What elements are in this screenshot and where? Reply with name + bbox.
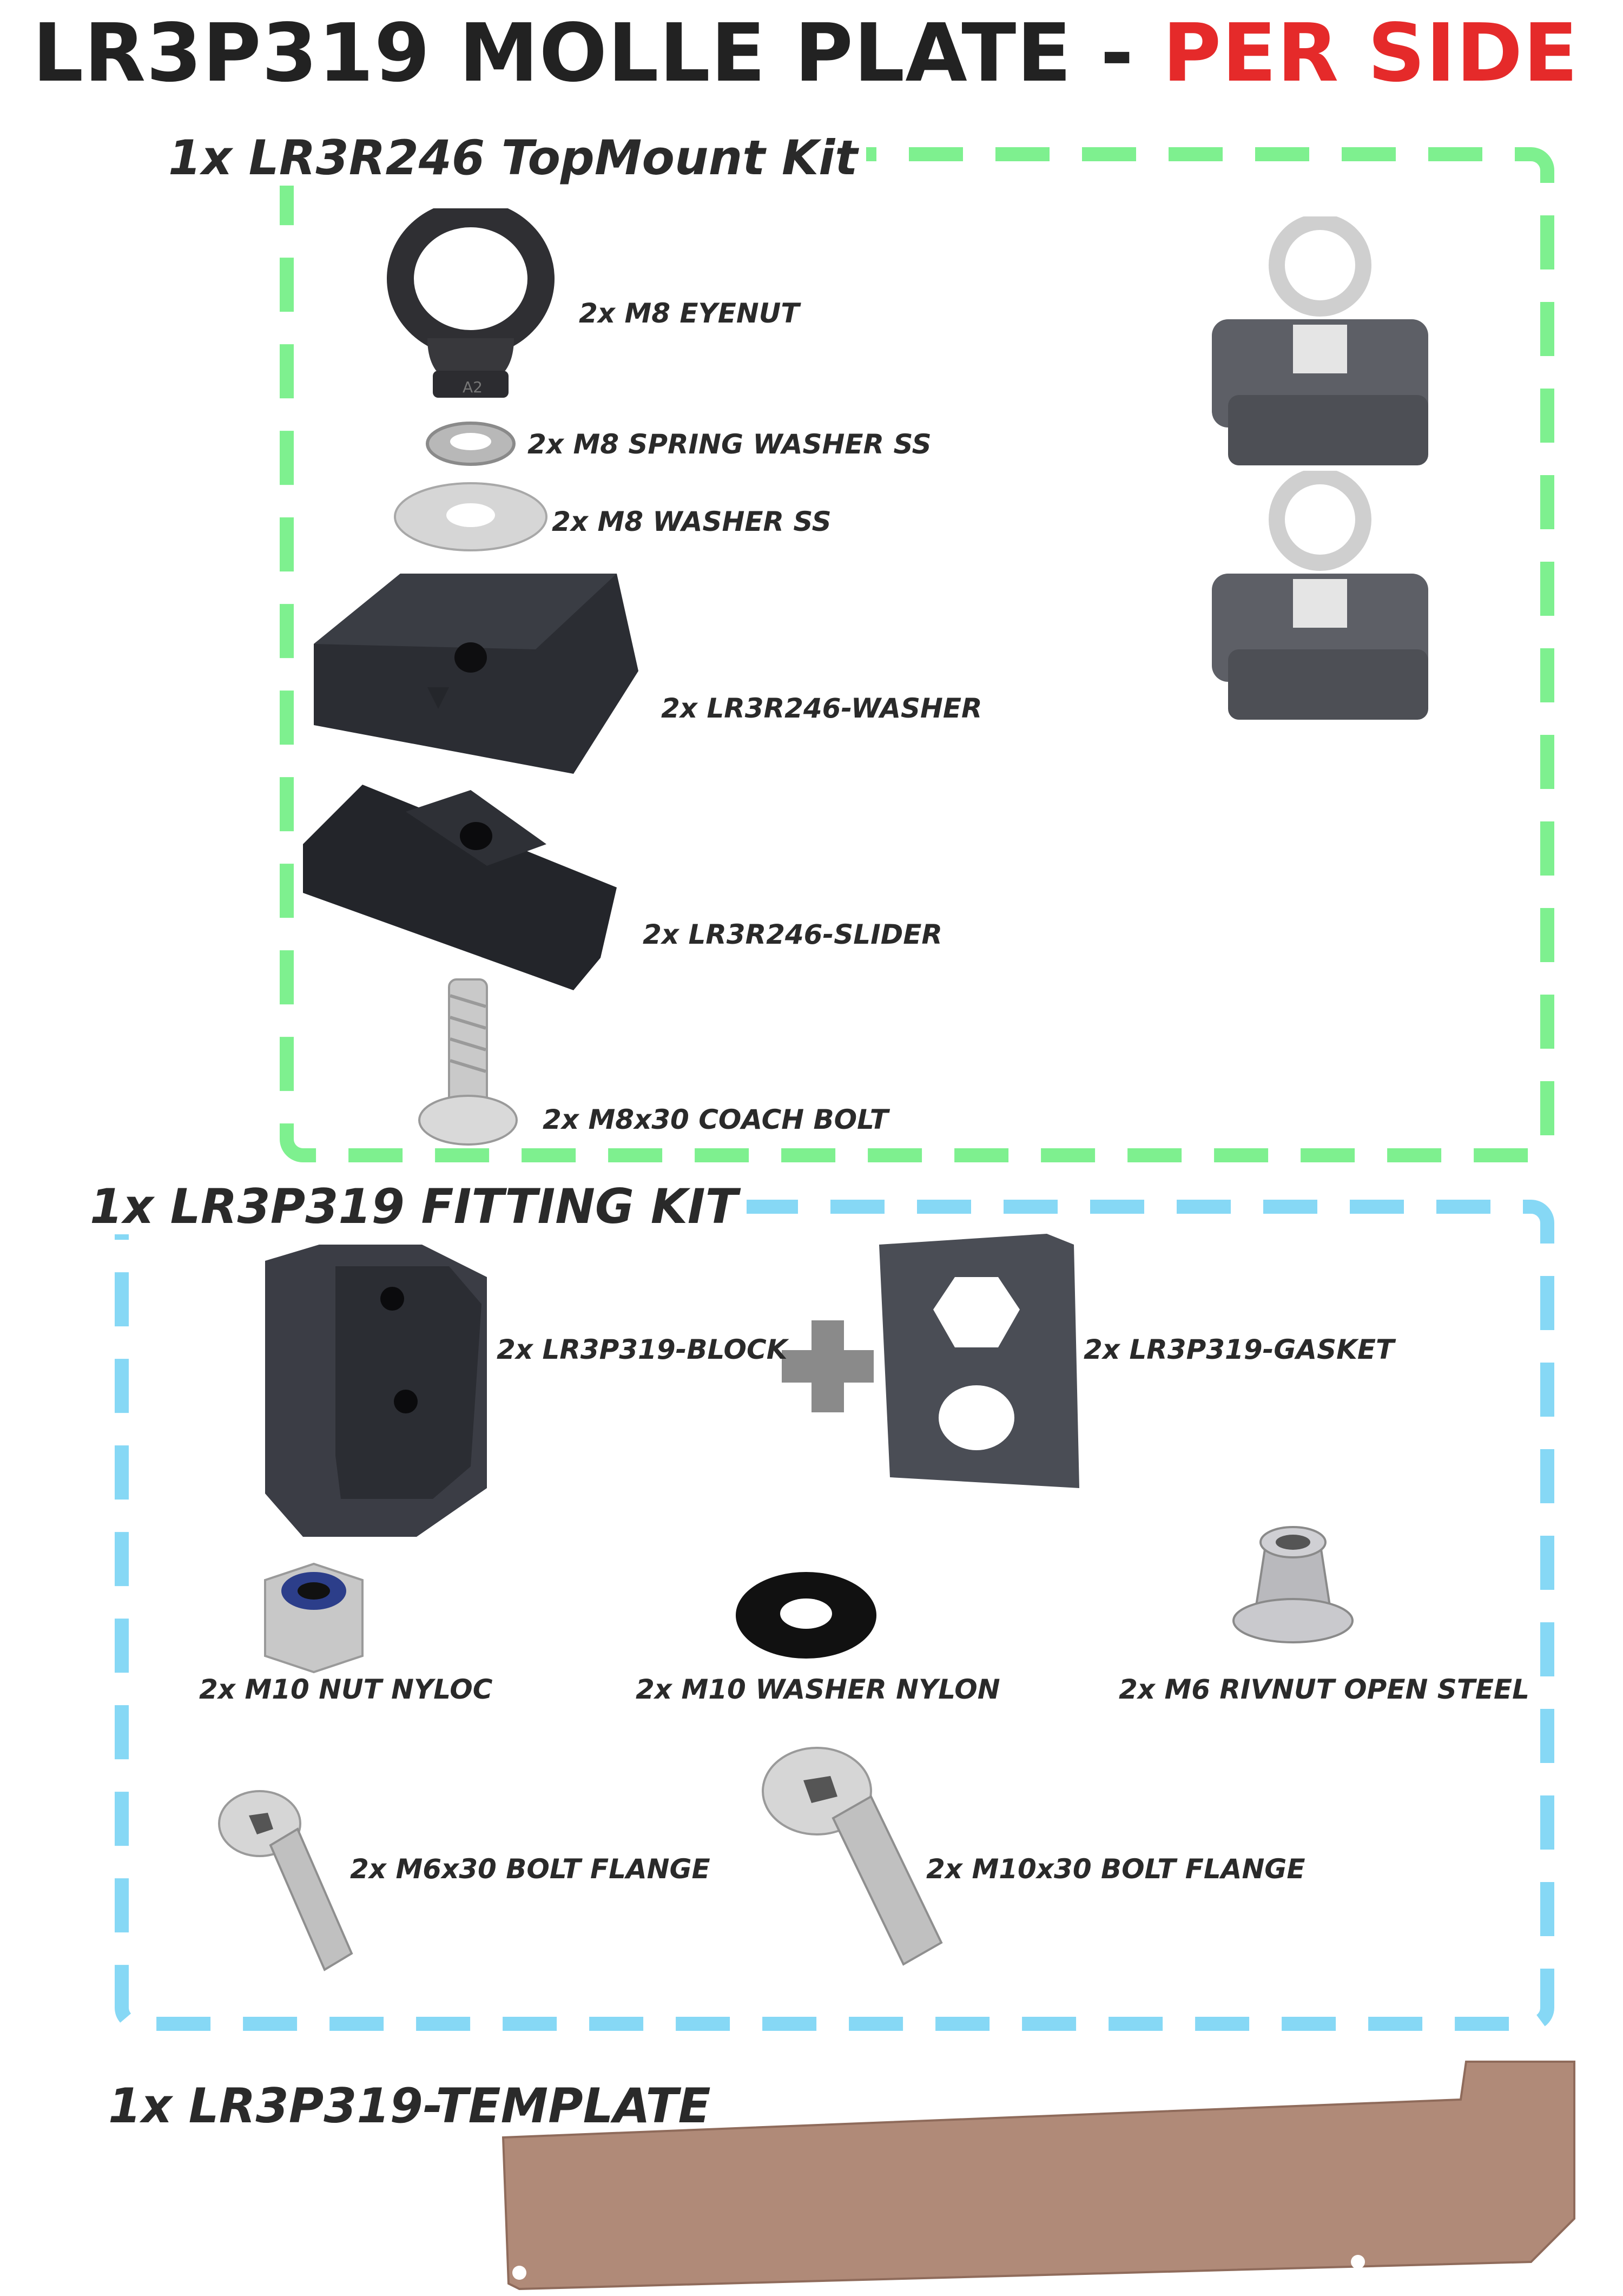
template-heading: 1x LR3P319-TEMPLATE: [108, 2078, 711, 2134]
plus-icon: [782, 1320, 874, 1412]
block-icon: [265, 1245, 487, 1537]
nylon-washer-icon: [736, 1572, 876, 1659]
eyenut-icon: A2: [387, 208, 555, 398]
washer-icon: [394, 482, 547, 551]
topmount-kit-frame: [280, 147, 1554, 1162]
label-coach-bolt: 2x M8x30 COACH BOLT: [543, 1104, 888, 1135]
nyloc-nut-icon: [264, 1562, 364, 1674]
label-m10-nut-nyloc: 2x M10 NUT NYLOC: [199, 1674, 493, 1705]
title-highlight: PER SIDE: [1162, 6, 1579, 100]
assembled-topmount-icon: [1212, 471, 1428, 720]
fitting-kit-heading: 1x LR3P319 FITTING KIT: [81, 1179, 747, 1234]
label-m8-eyenut: 2x M8 EYENUT: [579, 298, 800, 329]
label-m8-spring-washer: 2x M8 SPRING WASHER SS: [527, 429, 932, 460]
label-m6-rivnut: 2x M6 RIVNUT OPEN STEEL: [1119, 1674, 1530, 1705]
label-m8-washer: 2x M8 WASHER SS: [552, 506, 832, 537]
template-plate-icon: [502, 2061, 1575, 2291]
fitting-kit-frame: [115, 1200, 1554, 2031]
m10-bolt-icon: [762, 1747, 943, 1966]
label-lr3p319-gasket: 2x LR3P319-GASKET: [1084, 1334, 1395, 1365]
m6-bolt-icon: [218, 1790, 353, 1971]
label-m10x30-bolt: 2x M10x30 BOLT FLANGE: [926, 1853, 1305, 1885]
coach-bolt-icon: [418, 978, 518, 1146]
title-main: LR3P319 MOLLE PLATE -: [32, 6, 1163, 100]
gasket-icon: [879, 1234, 1079, 1488]
block-washer-icon: [314, 574, 638, 774]
spring-washer-icon: [426, 422, 516, 466]
label-m6x30-bolt: 2x M6x30 BOLT FLANGE: [350, 1853, 710, 1885]
svg-text:A2: A2: [463, 378, 483, 396]
label-lr3r246-washer: 2x LR3R246-WASHER: [661, 693, 982, 724]
label-lr3p319-block: 2x LR3P319-BLOCK: [497, 1334, 788, 1365]
topmount-kit-heading: 1x LR3R246 TopMount Kit: [160, 130, 867, 186]
slider-icon: [303, 785, 617, 990]
label-m10-washer-nylon: 2x M10 WASHER NYLON: [636, 1674, 1000, 1705]
label-lr3r246-slider: 2x LR3R246-SLIDER: [643, 919, 942, 950]
rivnut-icon: [1232, 1526, 1354, 1643]
assembled-topmount-icon: [1212, 216, 1428, 465]
page-title: LR3P319 MOLLE PLATE - PER SIDE: [32, 6, 1579, 100]
